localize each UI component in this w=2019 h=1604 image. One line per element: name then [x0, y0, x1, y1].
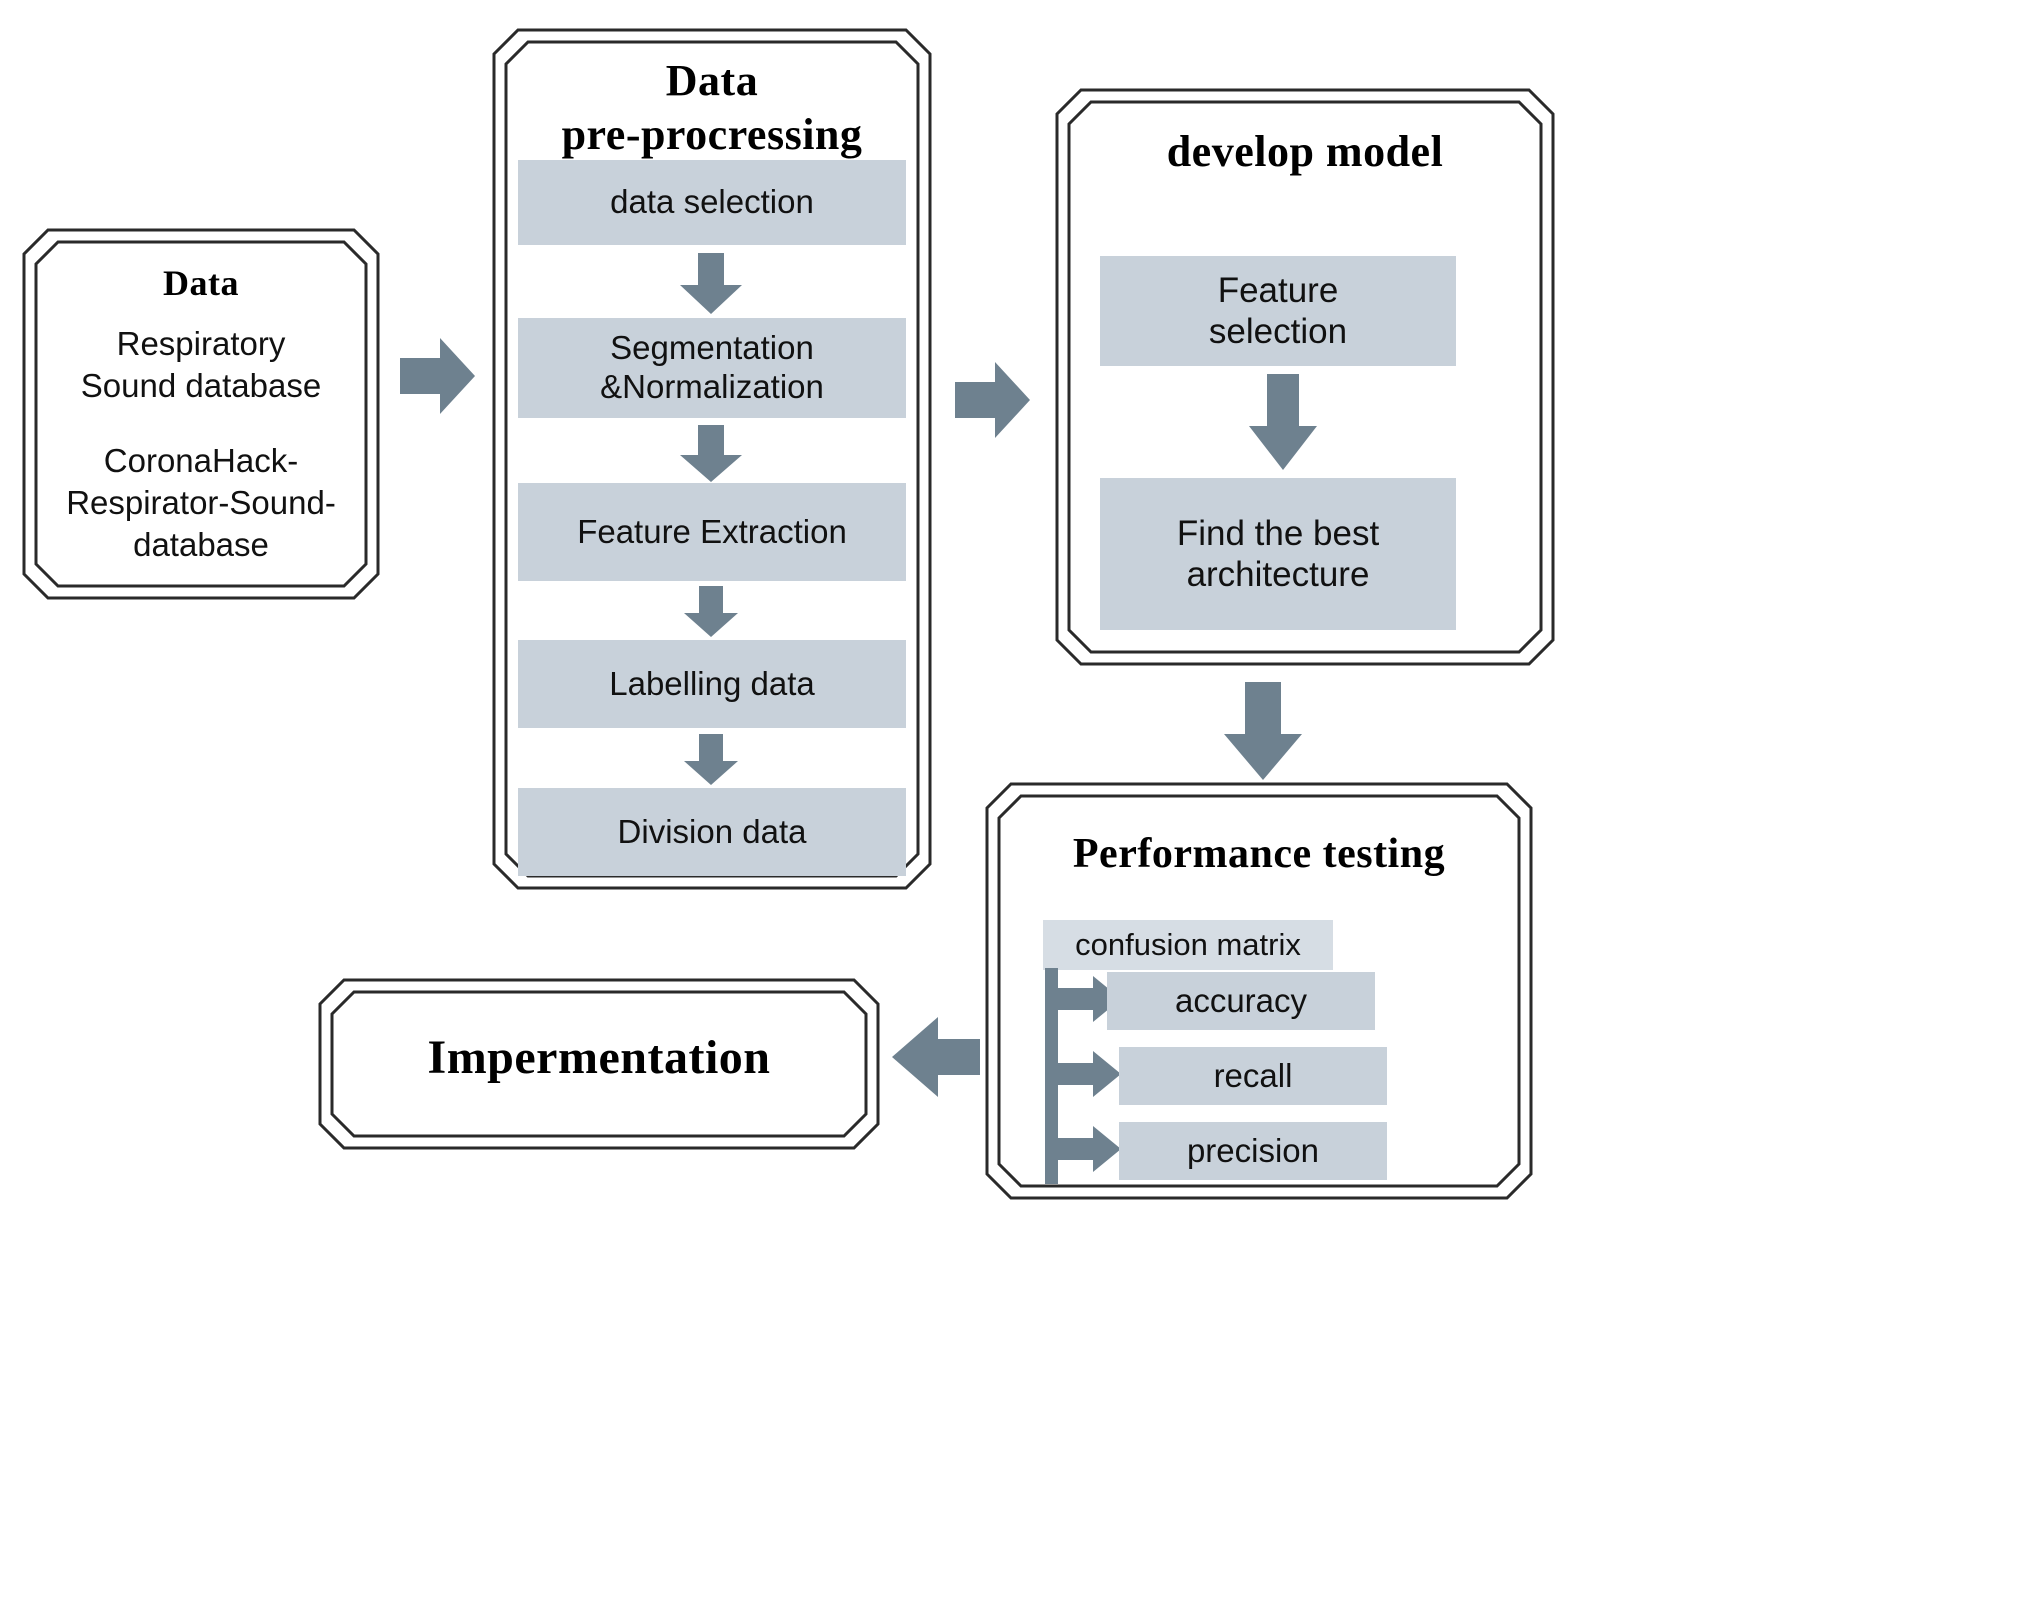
- metric-accuracy: accuracy: [1107, 972, 1375, 1030]
- implementation-box: Impermentation: [318, 978, 880, 1150]
- confusion-matrix-chip: confusion matrix: [1043, 920, 1333, 970]
- metric-precision-label: precision: [1186, 1131, 1320, 1169]
- develop-model-box: develop model Feature selection Find the…: [1055, 88, 1555, 666]
- step-division-data: Division data: [518, 788, 906, 876]
- data-box-border: [22, 228, 380, 600]
- preprocessing-heading-line-1: Data: [665, 56, 759, 105]
- performance-testing-box: Performance testing confusion matrix acc…: [985, 782, 1533, 1200]
- metric-recall: recall: [1119, 1047, 1387, 1105]
- arrow-performance-to-implementation: [890, 1015, 980, 1099]
- data-box-line-3: CoronaHack-: [103, 442, 299, 479]
- data-box-heading: Data: [163, 263, 239, 303]
- metric-precision: precision: [1119, 1122, 1387, 1180]
- step-division-data-label: Division data: [617, 812, 807, 850]
- data-box-group-2: CoronaHack- Respirator-Sound- database: [22, 440, 380, 567]
- step-feature-selection-line-2: selection: [1208, 312, 1348, 351]
- arrow-preprocessing-to-develop-model: [955, 360, 1031, 440]
- step-segmentation-label-line-1: Segmentation: [610, 329, 814, 367]
- implementation-box-content: Impermentation: [318, 978, 880, 1150]
- data-box: Data Respiratory Sound database CoronaHa…: [22, 228, 380, 600]
- data-box-line-5: database: [133, 526, 269, 564]
- step-find-best-architecture-line-2: architecture: [1186, 555, 1370, 594]
- preprocessing-heading: Data pre-procressing: [492, 54, 932, 161]
- step-feature-extraction-label: Feature Extraction: [577, 512, 847, 550]
- implementation-heading: Impermentation: [427, 1031, 771, 1084]
- data-box-content: Data Respiratory Sound database CoronaHa…: [22, 228, 380, 600]
- preprocessing-heading-line-2: pre-procressing: [561, 109, 863, 159]
- preprocessing-box-content: Data pre-procressing data selection Segm…: [492, 28, 932, 890]
- step-labelling-data: Labelling data: [518, 640, 906, 728]
- develop-model-box-content: develop model Feature selection Find the…: [1055, 88, 1555, 666]
- arrow-step2-to-step3: [678, 425, 744, 483]
- confusion-matrix-branch-connector: [1045, 968, 1175, 1188]
- arrow-data-to-preprocessing: [400, 336, 476, 416]
- arrow-feature-selection-to-architecture: [1247, 374, 1319, 472]
- step-feature-selection: Feature selection: [1100, 256, 1456, 366]
- step-segmentation-label-line-2: &Normalization: [600, 368, 824, 405]
- metric-accuracy-label: accuracy: [1174, 981, 1308, 1019]
- data-box-group-1: Respiratory Sound database: [22, 323, 380, 407]
- performance-testing-box-content: Performance testing confusion matrix acc…: [985, 782, 1533, 1200]
- preprocessing-box: Data pre-procressing data selection Segm…: [492, 28, 932, 890]
- step-data-selection-label: data selection: [610, 183, 814, 221]
- data-box-line-1: Respiratory: [116, 325, 286, 362]
- step-data-selection: data selection: [518, 160, 906, 245]
- arrow-step3-to-step4: [682, 586, 740, 638]
- data-box-line-2: Sound database: [80, 367, 322, 405]
- confusion-matrix-label: confusion matrix: [1075, 926, 1301, 962]
- arrow-step1-to-step2: [678, 253, 744, 315]
- implementation-box-border: [318, 978, 880, 1150]
- step-find-best-architecture: Find the best architecture: [1100, 478, 1456, 630]
- step-feature-selection-line-1: Feature: [1217, 270, 1339, 310]
- arrow-develop-model-to-performance: [1222, 682, 1304, 782]
- performance-testing-heading: Performance testing: [1072, 831, 1446, 877]
- arrow-step4-to-step5: [682, 734, 740, 786]
- step-find-best-architecture-line-1: Find the best: [1176, 513, 1380, 553]
- metric-recall-label: recall: [1213, 1056, 1293, 1094]
- step-feature-extraction: Feature Extraction: [518, 483, 906, 581]
- step-segmentation-normalization: Segmentation &Normalization: [518, 318, 906, 418]
- step-labelling-data-label: Labelling data: [609, 664, 815, 702]
- data-box-line-4: Respirator-Sound-: [66, 484, 336, 522]
- develop-model-heading: develop model: [1166, 127, 1444, 176]
